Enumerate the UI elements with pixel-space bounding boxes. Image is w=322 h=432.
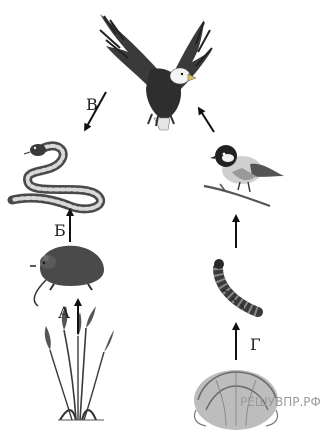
- arrow-titmouse-to-eagle: [200, 110, 214, 132]
- watermark: РЕШУВПР.РФ: [240, 395, 321, 409]
- label-b: Б: [54, 221, 66, 240]
- grass-picture: [45, 306, 114, 420]
- titmouse-picture: [204, 145, 284, 206]
- caterpillar-picture: [214, 259, 258, 312]
- eagle-picture: [100, 14, 212, 130]
- snake-picture: [12, 144, 101, 209]
- label-a: А: [58, 303, 70, 322]
- vole-picture: [30, 246, 104, 306]
- label-v: В: [86, 95, 98, 114]
- label-g: Г: [250, 335, 261, 354]
